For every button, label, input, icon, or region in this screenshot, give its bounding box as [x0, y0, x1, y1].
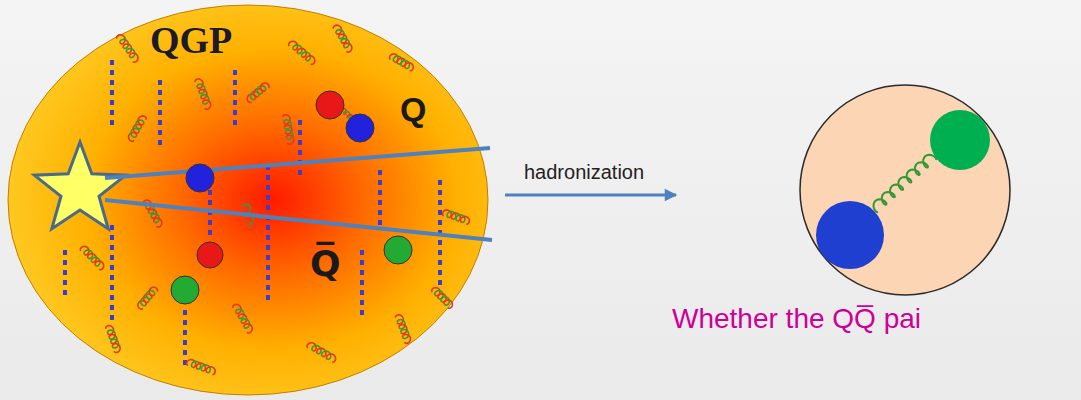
- plasma-outline: [8, 5, 488, 395]
- gluon-spring: [461, 216, 470, 224]
- plasma-title: QGP: [150, 18, 232, 62]
- plasma-ellipse: QGP Q Q̅: [8, 5, 488, 395]
- partons: [171, 91, 412, 304]
- gluon-spring: [203, 100, 211, 109]
- gluon-spring: [326, 354, 335, 362]
- collision-star: [34, 142, 125, 229]
- question-text: Whether the QQ̅ pai: [672, 303, 921, 335]
- gluon-spring: [154, 218, 162, 227]
- antiquark-track: [105, 200, 492, 240]
- antiquark-ball: [930, 110, 990, 170]
- quark-label: Q: [400, 90, 426, 129]
- gluon-spring: [306, 56, 315, 65]
- gluon-spring: [149, 287, 157, 295]
- quark-ball: [816, 201, 884, 269]
- gluon-spring: [244, 324, 252, 333]
- gluon-spring: [403, 334, 411, 343]
- gluon-spring: [444, 300, 452, 308]
- hadron-circle: [800, 85, 1010, 295]
- gluon-spring: [138, 116, 146, 125]
- antiquark-label: Q̅: [310, 243, 341, 284]
- gluon-spring: [95, 261, 104, 270]
- gluon-spring: [286, 135, 293, 144]
- gluon-spring: [112, 344, 120, 353]
- gluon-spring: [405, 63, 414, 71]
- gluon-spring: [874, 155, 937, 212]
- qgp-illustration: [8, 5, 488, 395]
- gluon-spring: [130, 53, 138, 62]
- quark-track: [105, 148, 490, 178]
- gluon-springs: [80, 25, 469, 374]
- process-label: hadronization: [524, 161, 644, 184]
- hadronization-arrow: [505, 194, 676, 197]
- gluon-spring: [344, 43, 352, 52]
- gluon-spring: [247, 220, 255, 229]
- gluon-spring: [206, 367, 215, 375]
- gluon-spring: [261, 83, 269, 91]
